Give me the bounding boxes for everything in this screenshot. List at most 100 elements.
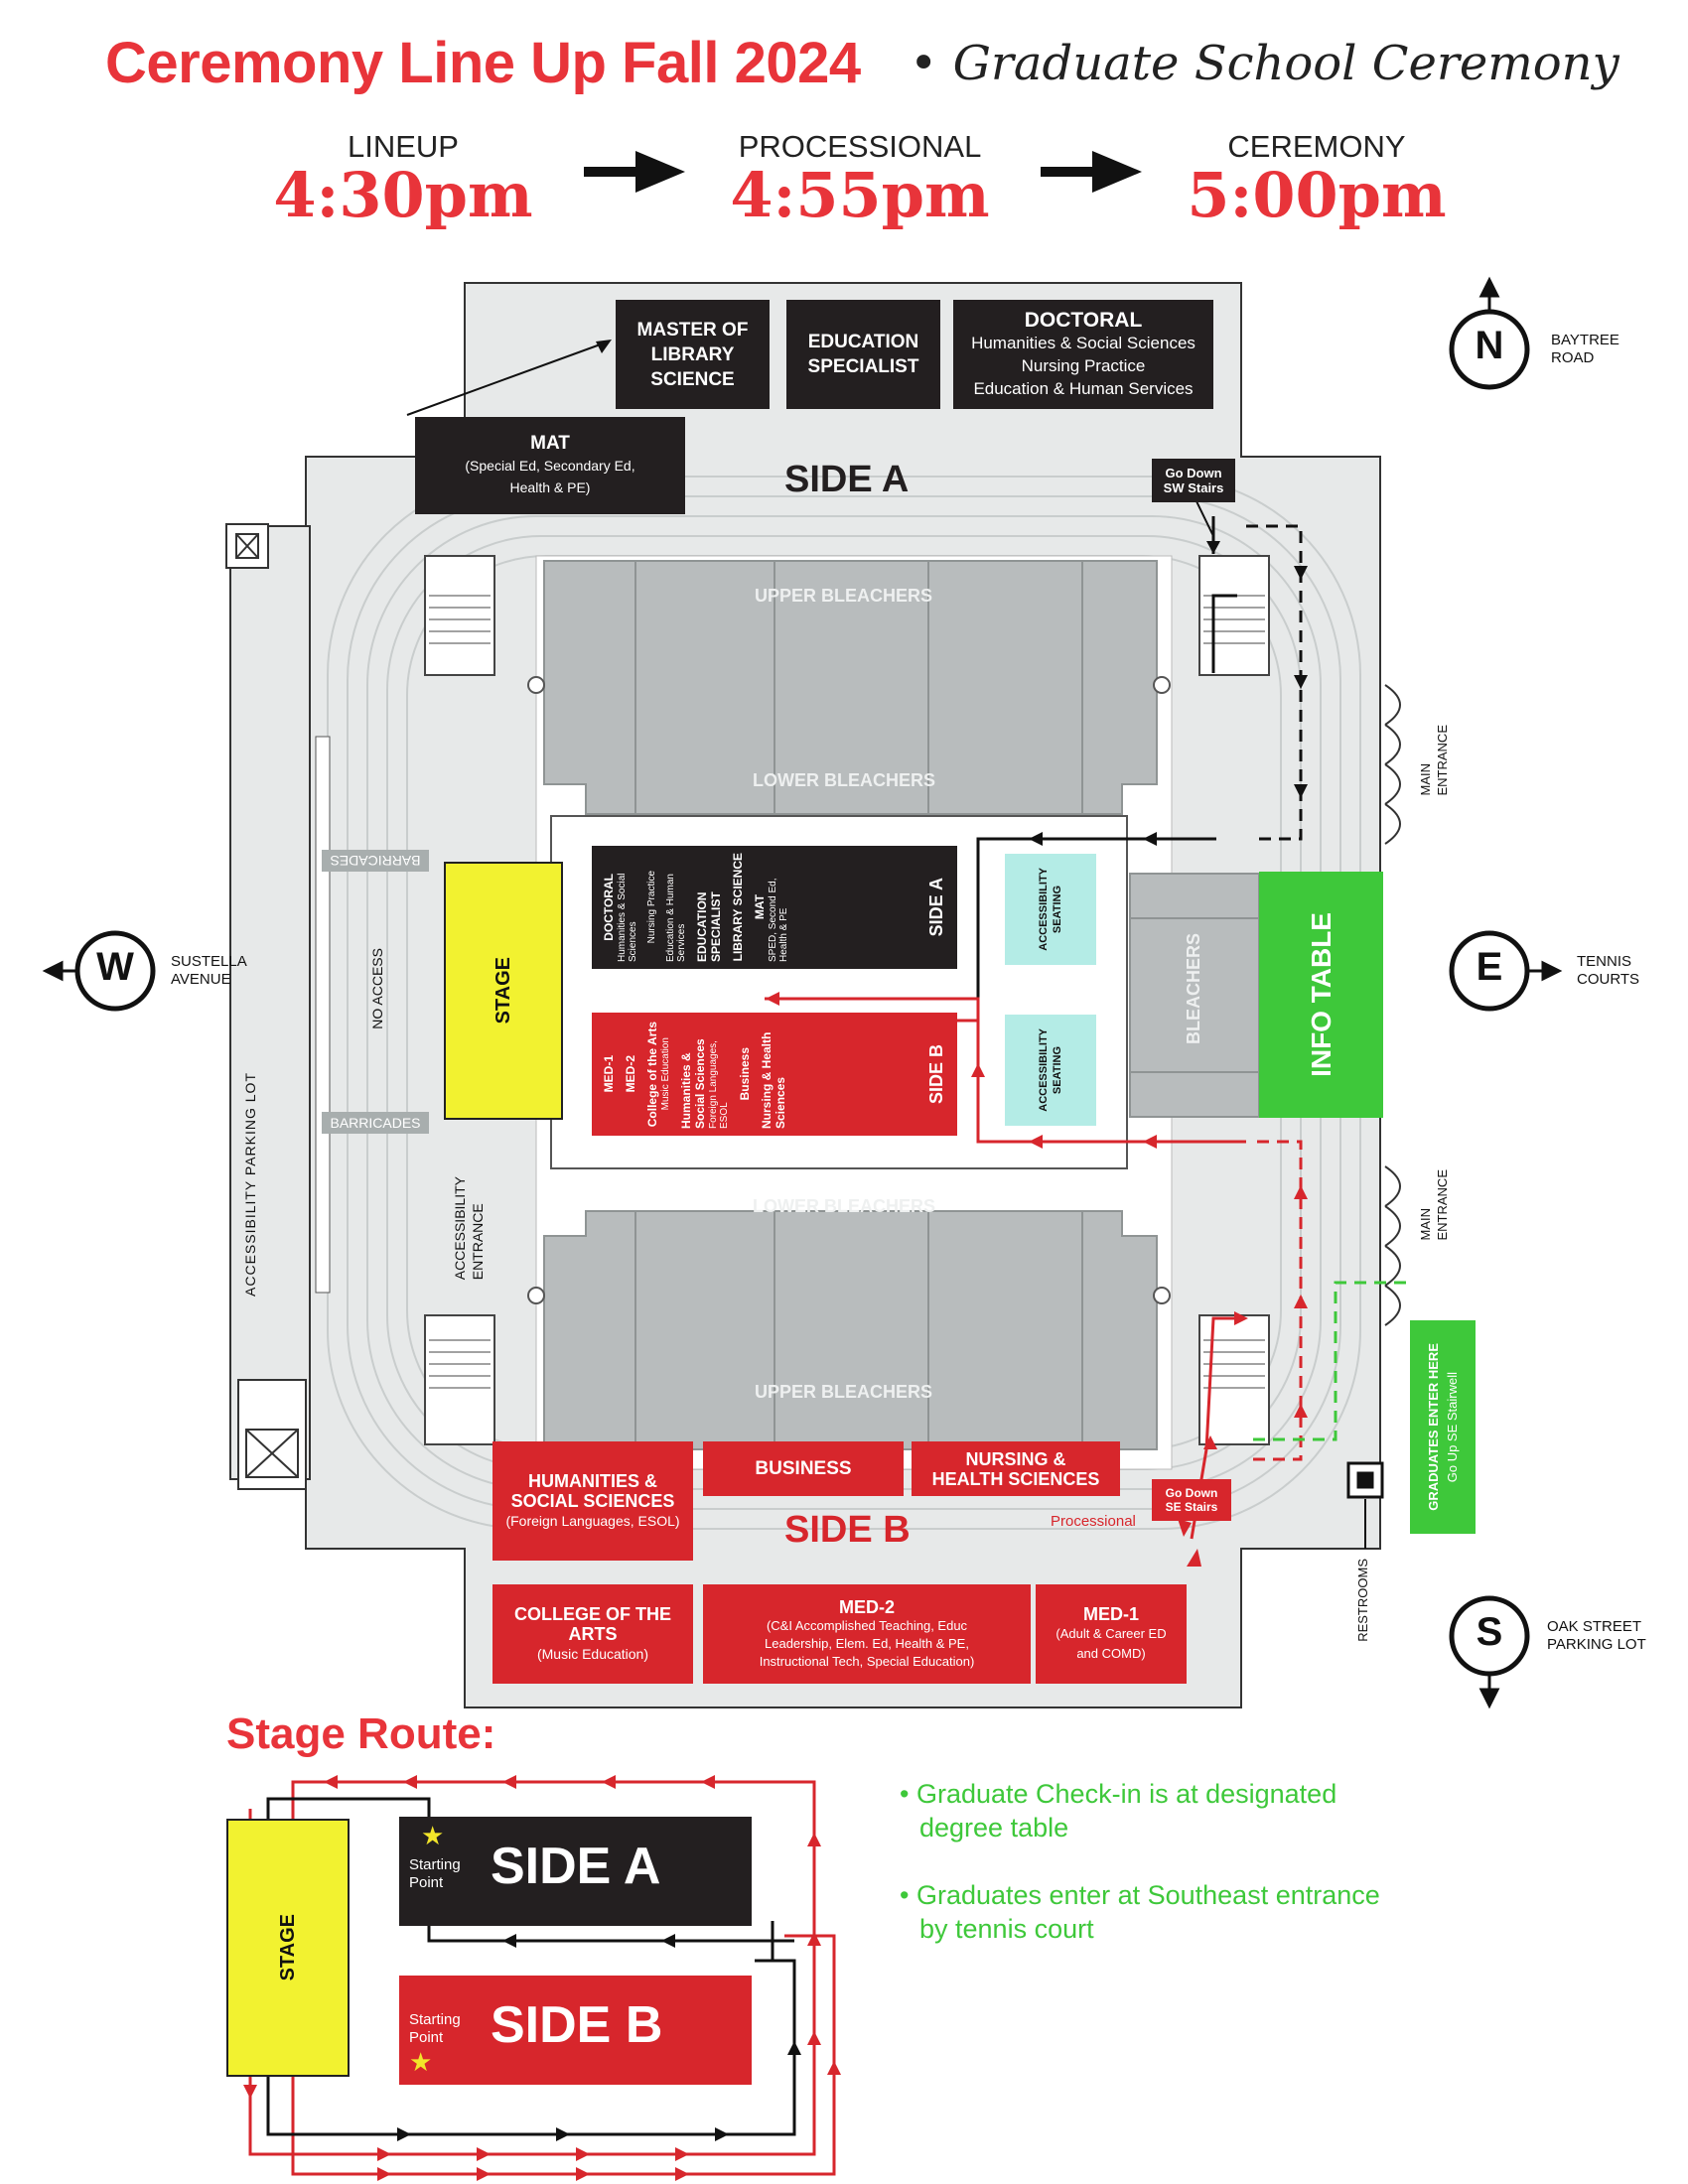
label-line: Starting <box>409 1856 461 1873</box>
note-text: degree table <box>919 1813 1069 1843</box>
label-line: SUSTELLA <box>171 953 247 970</box>
block-line: Instructional Tech, Special Education) <box>759 1654 975 1669</box>
lineup-time: 4:30pm <box>273 159 533 231</box>
note-text: by tennis court <box>919 1914 1094 1944</box>
accessibility-seating-north: ACCESSIBILITY SEATING <box>1005 854 1096 965</box>
arrow-right-icon <box>584 151 685 193</box>
south-label: OAK STREET PARKING LOT <box>1547 1618 1646 1654</box>
north-bleachers <box>543 560 1158 815</box>
accessibility-entrance-label: ACCESSIBILITY ENTRANCE <box>452 1176 486 1280</box>
humanities-block: HUMANITIES & SOCIAL SCIENCES (Foreign La… <box>492 1441 693 1561</box>
east-label: TENNIS COURTS <box>1577 953 1639 989</box>
processional-label: PROCESSIONAL <box>738 129 982 164</box>
info-table: INFO TABLE <box>1259 872 1383 1118</box>
east-bleachers-label: BLEACHERS <box>1184 933 1203 1045</box>
block-line: NURSING & <box>965 1448 1066 1469</box>
star-icon: ★ <box>421 1821 445 1850</box>
lower-bleachers-south-label: LOWER BLEACHERS <box>753 1196 935 1216</box>
floor-side-a-item-sub: SPED, Second Ed, Health & PE <box>768 878 789 963</box>
north-label: BAYTREE ROAD <box>1551 332 1619 367</box>
south-letter: S <box>1476 1610 1503 1654</box>
label-line: ENTRANCE <box>1435 1169 1450 1241</box>
note-text: Graduate Check-in is at designated <box>915 1779 1337 1809</box>
floor-side-b-item-title: MED-2 <box>624 1055 637 1093</box>
block-line: and COMD) <box>1076 1646 1146 1661</box>
west-label: SUSTELLA AVENUE <box>171 953 247 989</box>
block-line: Go Down <box>1165 466 1222 480</box>
block-line: HEALTH SCIENCES <box>931 1468 1100 1489</box>
floor-side-b-label: SIDE B <box>926 1043 946 1104</box>
block-line: (Special Ed, Secondary Ed, <box>465 458 635 474</box>
side-b-label: SIDE B <box>784 1509 911 1551</box>
main-entrance-north-label: MAIN ENTRANCE <box>1418 725 1450 796</box>
lower-bleachers-north-label: LOWER BLEACHERS <box>753 770 935 790</box>
block-line: SE Stairs <box>1165 1500 1218 1514</box>
star-icon: ★ <box>409 2047 433 2077</box>
label-line: ACCESSIBILITY <box>1038 868 1050 951</box>
elevator-icon <box>237 1379 307 1490</box>
upper-bleachers-north-label: UPPER BLEACHERS <box>755 586 933 606</box>
stage: STAGE <box>444 862 563 1120</box>
starting-point-a: Starting Point <box>409 1856 461 1892</box>
arrow-icon <box>1029 541 1308 846</box>
block-title: MED-2 <box>838 1597 895 1617</box>
label-line: BAYTREE <box>1551 332 1619 348</box>
grad-entry-route <box>1253 1281 1410 1441</box>
floor-side-b-item-title: Humanities & Social Sciences <box>679 1038 707 1129</box>
barricades-north: BARRICADES <box>322 850 429 872</box>
railing-post <box>527 676 1171 1304</box>
main-entrance-south-label: MAIN ENTRANCE <box>1418 1169 1450 1241</box>
floor-side-b-item-title: Nursing & Health Sciences <box>760 1031 787 1129</box>
floor-side-a-item-title: DOCTORAL <box>602 874 616 941</box>
floor-side-a-item-title: MAT <box>753 894 767 920</box>
floor-side-a-item: Nursing Practice <box>646 846 657 969</box>
page-title: Ceremony Line Up Fall 2024 <box>105 31 861 95</box>
label-line: SEATING <box>1052 885 1063 934</box>
label-line: Point <box>409 2029 444 2046</box>
floor-side-a-item: LIBRARY SCIENCE <box>731 846 745 969</box>
floor-side-b-item-sub: Foreign Languages, ESOL <box>708 1040 730 1129</box>
floor-side-b-item: MED-2 <box>624 1013 637 1136</box>
floor-side-b-item: Nursing & Health Sciences <box>760 1013 787 1136</box>
barricades-south: BARRICADES <box>322 1112 429 1134</box>
restroom-icon <box>1346 1461 1384 1499</box>
education-specialist-block: EDUCATION SPECIALIST <box>786 300 940 409</box>
stage-route-side-a: ★ Starting Point SIDE A <box>399 1817 752 1926</box>
block-line: SCIENCE <box>650 368 735 390</box>
block-line: SW Stairs <box>1163 480 1224 495</box>
label-line: MAIN <box>1418 763 1433 796</box>
block-line: HUMANITIES & <box>528 1471 657 1491</box>
block-title: MAT <box>530 433 570 454</box>
processional-time: 4:55pm <box>730 159 990 231</box>
block-line: MASTER OF <box>636 319 749 341</box>
stage-route-stage-label: STAGE <box>276 1914 299 1981</box>
block-title: MED-1 <box>1082 1604 1139 1624</box>
label-line: ROAD <box>1551 349 1595 366</box>
label-line: ACCESSIBILITY <box>452 1176 468 1281</box>
block-line: SOCIAL SCIENCES <box>510 1491 675 1511</box>
floor-side-b-item: MED-1 <box>602 1013 616 1136</box>
block-title: DOCTORAL <box>1024 309 1143 332</box>
label-line: ENTRANCE <box>470 1203 486 1281</box>
block-line: Education & Human Services <box>973 379 1194 398</box>
arrow-right-icon <box>1041 151 1142 193</box>
door-icon <box>1384 684 1401 1326</box>
floor-side-a-item-sub: Humanities & Social Sciences <box>617 873 638 962</box>
arrow-icon <box>1178 1519 1192 1537</box>
ceremony-label: CEREMONY <box>1227 129 1406 164</box>
floor-side-b-item-title: College of the Arts <box>645 1021 659 1128</box>
title-bullet: • <box>910 36 938 91</box>
label-line: MAIN <box>1418 1208 1433 1241</box>
floor-side-a-item: EDUCATION SPECIALIST <box>695 846 723 969</box>
block-line: COLLEGE OF THE <box>513 1604 671 1624</box>
stage-label: STAGE <box>492 957 514 1024</box>
